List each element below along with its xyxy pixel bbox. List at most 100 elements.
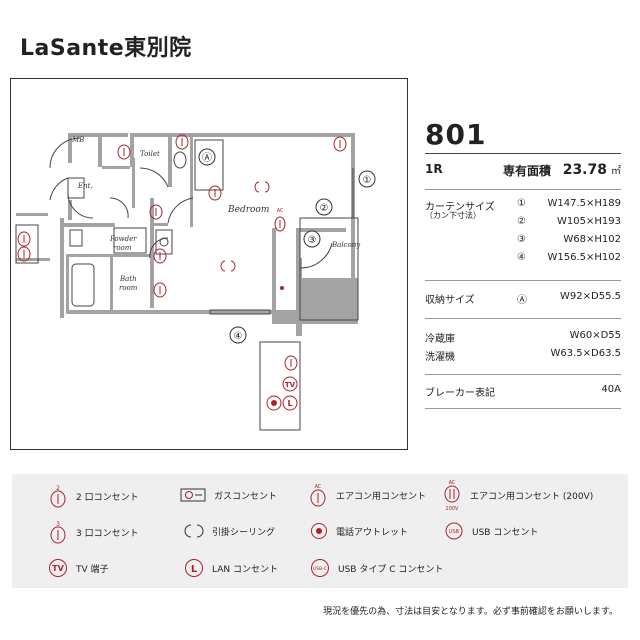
breaker-value: 40A <box>601 384 621 395</box>
legend-label: LAN コンセント <box>212 564 278 575</box>
room-labels: MB Toilet Ent. Bedroom Powder room Bath … <box>71 136 361 292</box>
curtain-size: W156.5×H102 <box>547 252 621 263</box>
curtain-sublabel: （カン下寸法） <box>425 211 481 220</box>
svg-text:USB-C: USB-C <box>313 566 327 572</box>
marker-2: ② <box>320 203 329 214</box>
legend-label: 電話アウトレット <box>336 527 409 538</box>
legend-item-aircon-200v: AC 200V エアコン用コンセント (200V) <box>442 478 593 512</box>
unit-number: 801 <box>425 118 487 151</box>
svg-text:AC: AC <box>315 484 322 490</box>
fridge-size: W60×D55 <box>569 330 621 341</box>
divider <box>425 318 621 319</box>
legend-item-aircon: AC エアコン用コンセント <box>308 482 426 508</box>
outlet-lan-label: L <box>287 399 292 408</box>
outlet-ac-label: AC <box>277 208 284 214</box>
room-label-bath-1: Bath <box>119 275 137 283</box>
phone-outlet-dot <box>280 286 284 290</box>
marker-3: ③ <box>308 235 317 246</box>
outlet-2-icon <box>153 248 167 264</box>
curtain-label: カーテンサイズ <box>425 202 495 213</box>
legend-item-tv: TV TV 端子 <box>48 558 109 578</box>
outlet-2-icon <box>208 185 222 201</box>
legend-label: USB コンセント <box>472 527 539 538</box>
washer-label: 洗濯機 <box>425 352 455 363</box>
breaker-label: ブレーカー表記 <box>425 388 495 399</box>
area-value: 23.78 <box>562 162 607 178</box>
legend-label: TV 端子 <box>76 564 109 575</box>
lan-outlet-icon <box>282 395 298 411</box>
unit-type: 1R <box>425 162 443 176</box>
divider <box>425 189 621 190</box>
legend-label: 2 口コンセント <box>76 492 139 503</box>
legend-label: ガスコンセント <box>214 491 278 502</box>
curtain-mark: ③ <box>517 234 526 245</box>
svg-text:USB: USB <box>449 529 460 535</box>
legend-item-usbc: USB-C USB タイプ C コンセント <box>310 558 443 578</box>
room-label-ent: Ent. <box>77 182 93 190</box>
legend-label: エアコン用コンセント (200V) <box>470 491 594 502</box>
curtain-size: W147.5×H189 <box>547 198 621 209</box>
curtain-mark: ② <box>517 216 526 227</box>
legend: 2 2 口コンセント ガスコンセント AC エアコン用コンセント AC 200V… <box>12 474 628 588</box>
phone-outlet-icon <box>311 523 327 539</box>
outlet-labels: AC TV L <box>277 208 296 408</box>
usbc-outlet-icon: USB-C <box>311 559 329 577</box>
outlet-2-icon <box>175 134 189 150</box>
ceiling-hook-icon <box>184 524 204 538</box>
outlet-tv-label: TV <box>285 381 296 389</box>
storage-mark: Ⓐ <box>517 295 527 306</box>
curtain-mark: ① <box>517 198 526 209</box>
outlet-2-icon: 2 <box>50 485 66 508</box>
legend-item-phone: 電話アウトレット <box>310 522 408 540</box>
legend-label: USB タイプ C コンセント <box>338 564 444 575</box>
curtain-mark: ④ <box>517 252 526 263</box>
legend-item-ceiling: 引掛シーリング <box>184 522 275 540</box>
ceiling-hook-icon <box>254 181 270 193</box>
legend-item-outlet-3: 3 3 口コンセント <box>48 520 139 544</box>
curtain-size: W105×H193 <box>557 216 621 227</box>
lan-outlet-icon: L <box>185 559 203 577</box>
room-label-balcony: Balcony <box>331 241 361 249</box>
svg-text:3: 3 <box>56 521 60 528</box>
outlet-2-icon <box>333 136 347 152</box>
curtain-section: カーテンサイズ ① W147.5×H189 （カン下寸法） ② W105×H19… <box>425 198 621 270</box>
divider <box>425 374 621 375</box>
usb-outlet-icon: USB <box>445 522 463 540</box>
outlet-2-icon <box>284 355 298 371</box>
svg-text:2: 2 <box>56 485 60 492</box>
aircon-outlet-icon <box>274 216 286 232</box>
tv-outlet-icon <box>282 376 298 392</box>
divider <box>425 280 621 281</box>
property-title: LaSante東別院 <box>20 36 192 61</box>
room-label-toilet: Toilet <box>140 150 160 158</box>
unit-type-row: 1R 専有面積 23.78 ㎡ <box>425 162 621 182</box>
svg-text:L: L <box>191 564 198 575</box>
breaker-row: ブレーカー表記 40A <box>425 384 621 402</box>
divider <box>425 408 621 409</box>
area-unit: ㎡ <box>611 166 621 177</box>
outlet-2-icon <box>117 144 131 160</box>
washer-size: W63.5×D63.5 <box>550 348 622 359</box>
walls <box>16 133 358 336</box>
room-label-mb: MB <box>71 136 84 144</box>
svg-text:AC: AC <box>449 480 456 486</box>
room-label-powder-2: room <box>113 244 132 252</box>
floor-plan-frame <box>10 78 408 450</box>
room-label-bedroom: Bedroom <box>227 205 269 215</box>
fridge-label: 冷蔵庫 <box>425 334 455 345</box>
curtain-size: W68×H102 <box>563 234 621 245</box>
footnote: 現況を優先の為、寸法は目安となります。必ず事前確認をお願いします。 <box>323 607 618 617</box>
svg-text:200V: 200V <box>446 506 460 512</box>
legend-label: 引掛シーリング <box>212 527 276 538</box>
room-label-bath-2: room <box>119 284 138 292</box>
phone-outlet-icon <box>266 395 282 411</box>
curtain-markers: ① ② ③ ④ Ⓐ <box>198 148 376 344</box>
outlet-2-icon <box>17 246 31 262</box>
marker-1: ① <box>363 175 372 186</box>
aircon-outlet-icon: AC <box>310 484 326 507</box>
fixtures <box>15 137 359 431</box>
ceiling-hook-icon <box>220 260 236 272</box>
legend-item-lan: L LAN コンセント <box>184 558 278 578</box>
appliance-section: 冷蔵庫 W60×D55 洗濯機 W63.5×D63.5 <box>425 330 621 366</box>
outlets <box>17 134 347 411</box>
